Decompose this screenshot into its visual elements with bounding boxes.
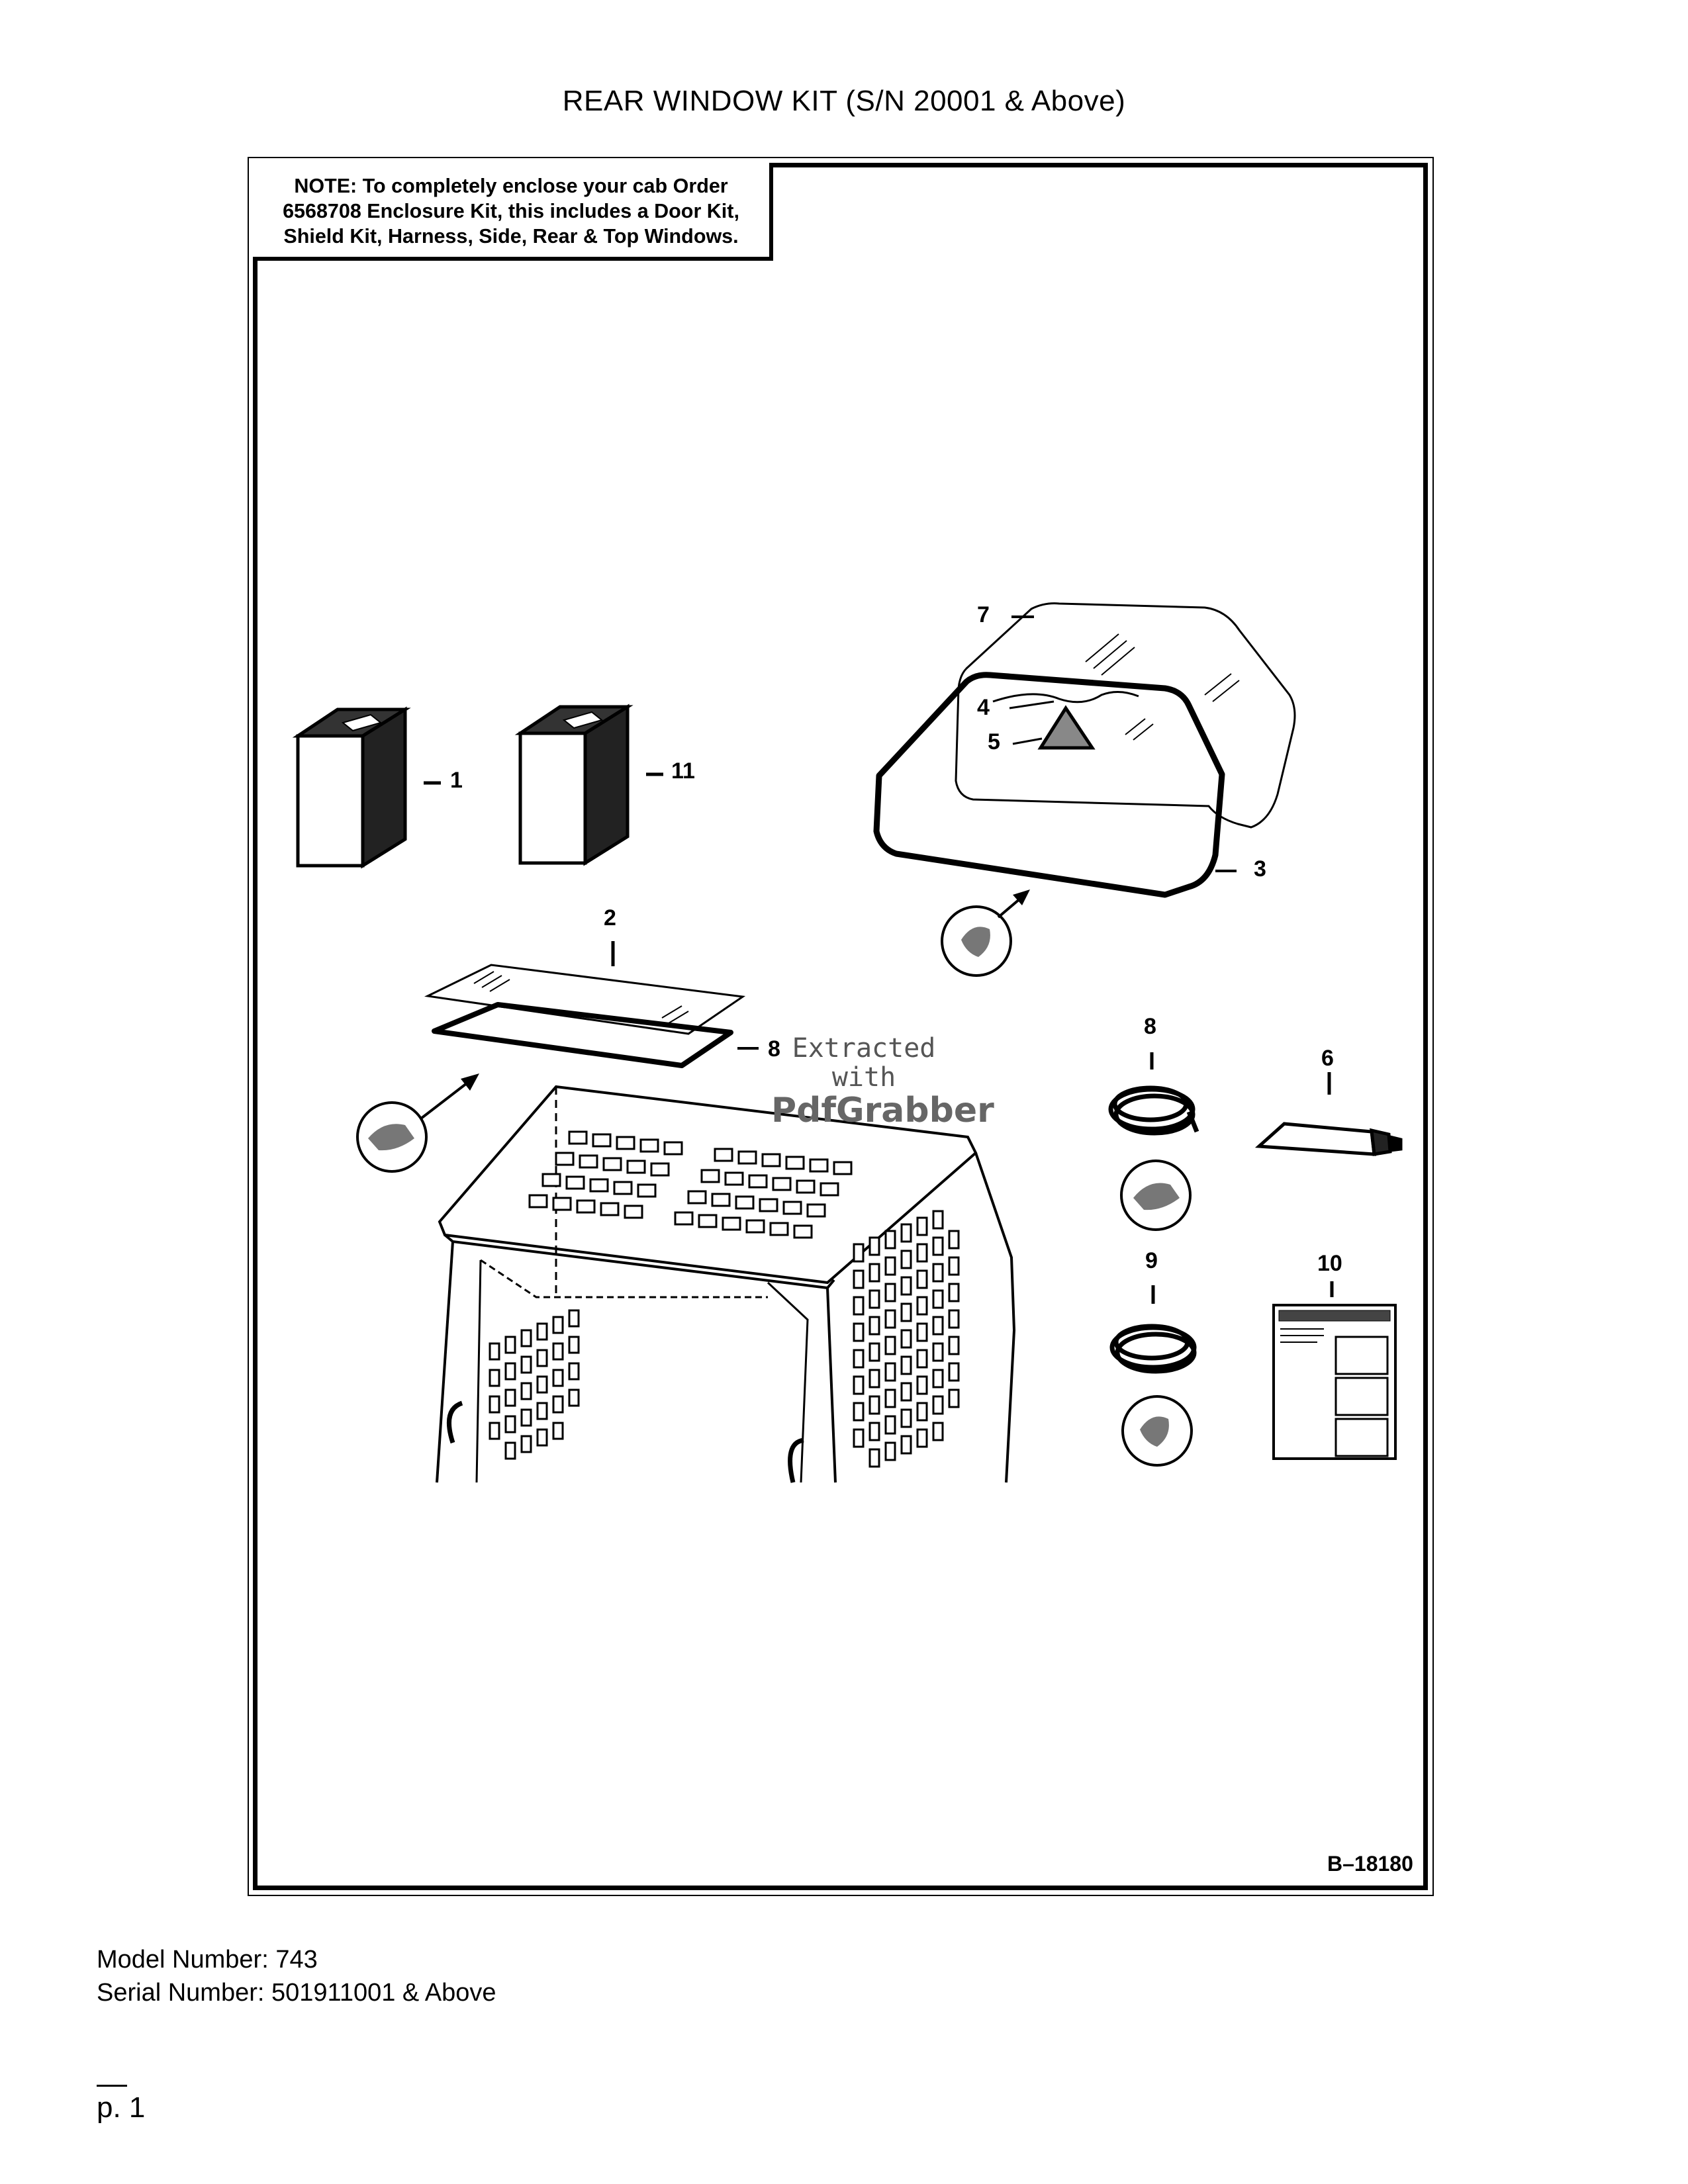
page-title: REAR WINDOW KIT (S/N 20001 & Above) — [562, 85, 1126, 117]
part-2-glass — [424, 964, 746, 1035]
serial-number: Serial Number: 501911001 & Above — [97, 1979, 496, 2007]
watermark-line1: Extracted — [792, 1033, 936, 1064]
callout-2: 2 — [604, 905, 616, 931]
part-8-coil — [1108, 1085, 1199, 1136]
part-9-coil — [1109, 1324, 1197, 1374]
part-3-seal — [873, 672, 1225, 898]
part-10-manual — [1272, 1304, 1397, 1460]
model-number: Model Number: 743 — [97, 1946, 318, 1974]
part-11-box — [514, 704, 633, 866]
figure-frame — [253, 163, 1428, 1890]
callout-10: 10 — [1317, 1251, 1342, 1276]
note-label: NOTE: — [294, 175, 357, 197]
note-box: NOTE: To completely enclose your cab Ord… — [253, 163, 773, 261]
part-6-tube — [1254, 1122, 1403, 1156]
watermark-line2: with — [831, 1062, 896, 1093]
part-8-top-seal — [432, 1002, 733, 1068]
footer-rule — [97, 2085, 127, 2087]
callout-1: 1 — [450, 768, 463, 793]
note-text: To completely enclose your cab Order 656… — [283, 175, 739, 248]
leader-5 — [1012, 737, 1043, 745]
callout-3: 3 — [1254, 856, 1266, 882]
callout-4: 4 — [977, 695, 990, 720]
part-4-string — [992, 691, 1139, 704]
arrow-top — [420, 1077, 474, 1120]
glass-2-highlights — [473, 971, 689, 1024]
leader-4 — [1009, 700, 1055, 709]
watermark: Extracted with PdfGrabber — [771, 1033, 994, 1130]
figure-frame-outer — [248, 157, 1434, 1896]
callout-6: 6 — [1321, 1046, 1334, 1071]
callout-11: 11 — [671, 758, 695, 784]
part-5-decal — [1037, 705, 1096, 750]
page-number: p. 1 — [97, 2091, 146, 2124]
glass-7-highlights — [1085, 633, 1240, 741]
callout-7: 7 — [977, 602, 990, 627]
cab-side-grille — [489, 1210, 960, 1468]
callout-8-top-seal: 8 — [768, 1036, 780, 1062]
callout-9: 9 — [1145, 1248, 1158, 1273]
part-7-glass — [955, 602, 1296, 829]
cab-top-grille — [528, 1130, 853, 1239]
callout-5: 5 — [988, 729, 1000, 754]
figure-code: B–18180 — [1327, 1852, 1413, 1876]
watermark-logo: PdfGrabber — [771, 1091, 994, 1130]
callout-8: 8 — [1144, 1014, 1156, 1039]
part-1-box — [292, 706, 411, 869]
seal-detail-shape-3 — [961, 927, 990, 957]
